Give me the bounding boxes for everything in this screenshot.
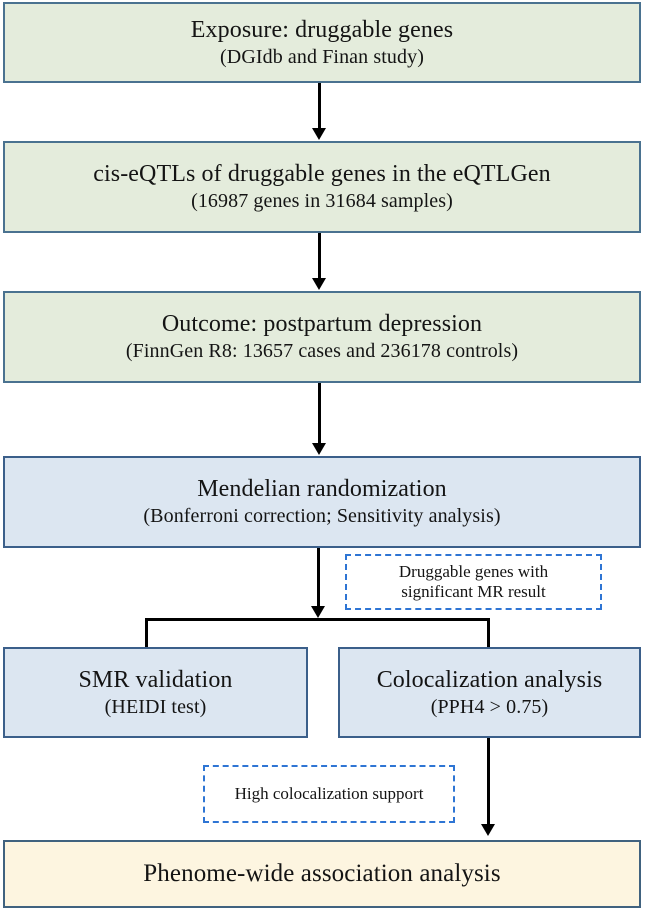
annotation-mr-significant-line2: significant MR result <box>401 582 546 601</box>
node-instruments-title: cis-eQTLs of druggable genes in the eQTL… <box>93 161 551 188</box>
arrowhead-icon <box>311 606 325 618</box>
annotation-coloc-support: High colocalization support <box>203 765 455 823</box>
node-colocalization-analysis: Colocalization analysis (PPH4 > 0.75) <box>338 647 641 738</box>
annotation-mr-significant-line1: Druggable genes with <box>398 561 549 581</box>
connector-split-to-coloc <box>487 618 490 649</box>
connector-coloc-to-phewas <box>487 738 490 826</box>
node-phewas-title: Phenome-wide association analysis <box>143 860 501 887</box>
connector-instruments-to-outcome <box>318 233 321 279</box>
node-smr-subtitle: (HEIDI test) <box>104 695 207 718</box>
connector-mr-to-split <box>317 548 320 610</box>
node-smr-title: SMR validation <box>78 666 233 693</box>
connector-split-bar <box>145 618 490 621</box>
arrowhead-icon <box>481 824 495 836</box>
node-smr-validation: SMR validation (HEIDI test) <box>3 647 308 738</box>
node-coloc-subtitle: (PPH4 > 0.75) <box>430 695 549 718</box>
node-outcome: Outcome: postpartum depression (FinnGen … <box>3 291 641 383</box>
connector-split-to-smr <box>145 618 148 649</box>
node-outcome-subtitle: (FinnGen R8: 13657 cases and 236178 cont… <box>125 340 519 363</box>
arrowhead-icon <box>312 443 326 455</box>
annotation-mr-significant: Druggable genes with significant MR resu… <box>345 554 602 610</box>
arrowhead-icon <box>312 128 326 140</box>
node-coloc-title: Colocalization analysis <box>376 666 603 693</box>
node-exposure-subtitle: (DGIdb and Finan study) <box>220 45 424 68</box>
annotation-coloc-support-line1: High colocalization support <box>234 783 424 803</box>
node-instruments-subtitle: (16987 genes in 31684 samples) <box>191 190 453 213</box>
node-instruments: cis-eQTLs of druggable genes in the eQTL… <box>3 141 641 233</box>
node-mr-subtitle: (Bonferroni correction; Sensitivity anal… <box>143 505 501 528</box>
connector-outcome-to-mr <box>318 383 321 443</box>
arrowhead-icon <box>312 278 326 290</box>
node-phewas: Phenome-wide association analysis <box>3 840 641 908</box>
node-outcome-title: Outcome: postpartum depression <box>161 311 483 338</box>
connector-exposure-to-instruments <box>318 83 321 129</box>
node-exposure-title: Exposure: druggable genes <box>190 16 454 43</box>
node-exposure: Exposure: druggable genes (DGIdb and Fin… <box>3 2 641 83</box>
node-mendelian-randomization: Mendelian randomization (Bonferroni corr… <box>3 456 641 548</box>
node-mr-title: Mendelian randomization <box>197 476 447 503</box>
